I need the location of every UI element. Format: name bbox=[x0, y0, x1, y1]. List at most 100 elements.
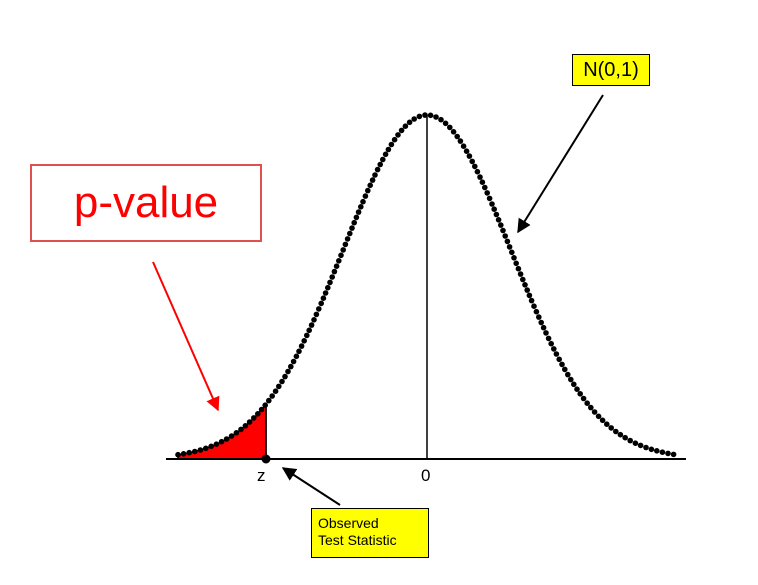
curve-dot bbox=[385, 146, 392, 153]
curve-dot bbox=[406, 119, 413, 126]
curve-dot bbox=[351, 219, 358, 226]
curve-dot bbox=[327, 279, 333, 286]
curve-dot bbox=[398, 127, 405, 134]
curve-dot bbox=[276, 383, 282, 390]
curve-dot bbox=[175, 451, 181, 458]
curve-dot bbox=[308, 322, 315, 328]
observed-label-line2: Test Statistic bbox=[318, 532, 397, 548]
curve-dot bbox=[604, 421, 610, 428]
curve-dot bbox=[484, 190, 491, 196]
curve-dot bbox=[617, 431, 624, 438]
curve-dot bbox=[246, 419, 253, 425]
curve-dot bbox=[613, 428, 619, 435]
curve-dot bbox=[296, 348, 302, 355]
curve-dot bbox=[203, 445, 209, 452]
curve-dot bbox=[362, 193, 369, 199]
curve-dot bbox=[340, 247, 347, 253]
normal-curve-dots bbox=[175, 112, 677, 458]
curve-dot bbox=[355, 209, 362, 215]
curve-dot bbox=[670, 451, 677, 458]
curve-dot bbox=[322, 290, 329, 296]
curve-dot bbox=[336, 258, 342, 264]
curve-dot bbox=[533, 308, 540, 315]
curve-dot bbox=[580, 395, 587, 402]
observed-arrow bbox=[281, 467, 341, 506]
curve-dot bbox=[266, 397, 272, 404]
curve-dot bbox=[568, 376, 574, 383]
curve-dot bbox=[329, 274, 336, 280]
curve-dot bbox=[298, 343, 305, 349]
curve-dot bbox=[517, 271, 524, 277]
curve-dot bbox=[316, 306, 322, 312]
curve-dot bbox=[447, 124, 453, 131]
curve-dot bbox=[342, 241, 349, 248]
curve-dot bbox=[344, 236, 351, 242]
curve-dot bbox=[306, 327, 313, 334]
curve-dot bbox=[548, 340, 554, 347]
curve-dot bbox=[333, 263, 340, 270]
curve-dot bbox=[358, 204, 364, 210]
curve-dot bbox=[218, 438, 225, 445]
curve-dot bbox=[506, 244, 513, 250]
curve-dot bbox=[450, 129, 457, 135]
curve-dot bbox=[528, 297, 535, 304]
curve-dot bbox=[571, 381, 577, 388]
curve-dot bbox=[374, 166, 381, 173]
curve-dot bbox=[228, 433, 235, 439]
curve-dot bbox=[654, 448, 660, 454]
curve-dot bbox=[659, 449, 666, 456]
curve-dot bbox=[513, 260, 519, 267]
curve-dot bbox=[242, 423, 249, 429]
curve-dot bbox=[509, 249, 515, 256]
curve-dot bbox=[520, 276, 526, 283]
curve-dot bbox=[500, 227, 506, 234]
curve-dot bbox=[411, 116, 418, 122]
curve-dot bbox=[438, 116, 444, 123]
curve-dot bbox=[367, 182, 374, 189]
distribution-label: N(0,1) bbox=[572, 54, 650, 86]
curve-dot bbox=[251, 415, 257, 421]
curve-dot bbox=[622, 434, 628, 441]
curve-dot bbox=[599, 417, 606, 424]
curve-dot bbox=[238, 426, 244, 433]
curve-dot bbox=[388, 141, 395, 148]
z-tick-label: z bbox=[257, 466, 266, 485]
curve-dot bbox=[192, 448, 198, 455]
zero-tick-label: 0 bbox=[421, 466, 431, 485]
curve-dot bbox=[474, 168, 481, 175]
curve-dot bbox=[502, 233, 509, 239]
curve-dot bbox=[391, 136, 398, 143]
curve-dot bbox=[290, 358, 297, 365]
curve-dot bbox=[208, 443, 214, 450]
curve-dot bbox=[553, 351, 560, 357]
curve-dot bbox=[365, 187, 371, 194]
curve-dot bbox=[559, 361, 565, 368]
p-value-label: p-value bbox=[30, 164, 262, 242]
curve-dot bbox=[186, 449, 192, 456]
curve-dot bbox=[416, 113, 423, 120]
curve-dot bbox=[479, 179, 486, 185]
curve-dot bbox=[584, 400, 590, 407]
z-point-marker bbox=[261, 454, 271, 464]
curve-dot bbox=[538, 319, 544, 326]
curve-dot bbox=[515, 265, 522, 272]
curve-dot bbox=[608, 425, 614, 431]
curve-dot bbox=[372, 172, 378, 178]
curve-dot bbox=[422, 112, 428, 118]
curve-dot bbox=[577, 391, 583, 397]
curve-dot bbox=[331, 268, 338, 275]
curve-dot bbox=[591, 409, 598, 415]
curve-dot bbox=[486, 195, 493, 202]
curve-dot bbox=[498, 222, 504, 228]
curve-dot bbox=[258, 406, 265, 413]
curve-dot bbox=[313, 311, 320, 318]
curve-dot bbox=[442, 120, 449, 127]
curve-dot bbox=[285, 368, 291, 375]
curve-dot bbox=[551, 346, 557, 352]
curve-dot bbox=[288, 363, 294, 370]
curve-dot bbox=[369, 177, 376, 183]
curve-dot bbox=[304, 332, 310, 339]
curve-dot bbox=[380, 156, 386, 163]
curve-dot bbox=[320, 295, 327, 302]
